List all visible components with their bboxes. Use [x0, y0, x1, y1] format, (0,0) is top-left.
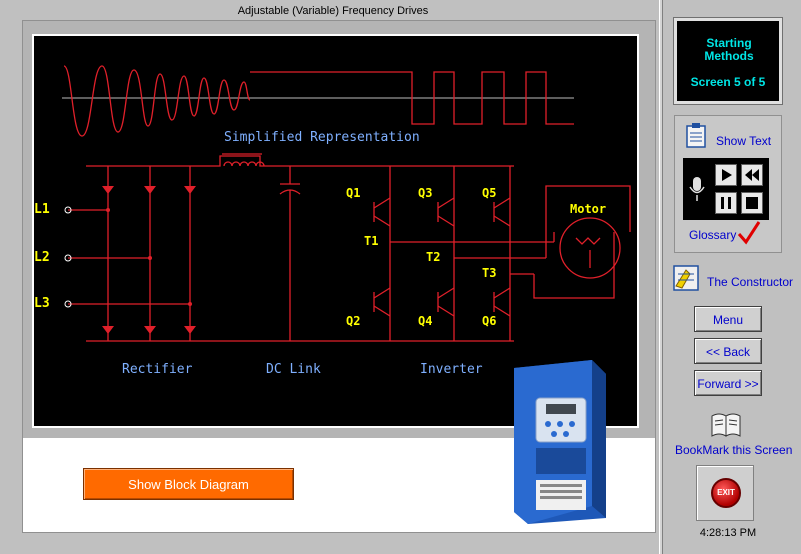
- show-block-diagram-button[interactable]: Show Block Diagram: [83, 468, 294, 500]
- drive-unit-image: [506, 356, 612, 526]
- motor-label: Motor: [570, 202, 607, 216]
- transistor-label-q4: Q4: [418, 314, 433, 328]
- back-button[interactable]: << Back: [694, 338, 762, 364]
- media-tools-panel: Show Text Glossary: [674, 115, 782, 253]
- section-label-dc-link: DC Link: [266, 362, 321, 377]
- diagram-heading: Simplified Representation: [224, 130, 420, 145]
- transistor-label-q3: Q3: [418, 186, 433, 200]
- terminal-label-t1: T1: [364, 234, 379, 248]
- bookmark-link[interactable]: BookMark this Screen: [675, 443, 793, 457]
- transistor-label-q1: Q1: [346, 186, 361, 200]
- sidebar-divider: [659, 0, 663, 554]
- exit-panel: EXIT: [696, 465, 754, 521]
- terminal-label-t2: T2: [426, 250, 441, 264]
- media-controls: [683, 158, 769, 220]
- line-label-l2: L2: [34, 250, 50, 265]
- transistor-label-q5: Q5: [482, 186, 497, 200]
- clipboard-icon[interactable]: [685, 122, 707, 148]
- window-title: Adjustable (Variable) Frequency Drives: [237, 5, 429, 17]
- circuit-diagram: Simplified Representation L1 L2 L3 Q1 Q3…: [32, 34, 639, 428]
- constructor-icon[interactable]: [672, 264, 702, 294]
- transistor-label-q2: Q2: [346, 314, 361, 328]
- constructor-link[interactable]: The Constructor: [707, 275, 794, 289]
- section-label-rectifier: Rectifier: [122, 362, 193, 377]
- transistor-label-q6: Q6: [482, 314, 497, 328]
- book-icon[interactable]: [710, 408, 742, 440]
- status-title: Starting Methods: [704, 36, 754, 63]
- line-label-l1: L1: [34, 202, 50, 217]
- forward-button[interactable]: Forward >>: [694, 370, 762, 396]
- microphone-icon[interactable]: [687, 174, 707, 204]
- checkmark-icon: [737, 220, 761, 246]
- exit-button[interactable]: EXIT: [711, 478, 741, 508]
- section-label-inverter: Inverter: [420, 362, 483, 377]
- rewind-icon[interactable]: [741, 164, 763, 186]
- pause-icon[interactable]: [715, 192, 737, 214]
- play-icon[interactable]: [715, 164, 737, 186]
- terminal-label-t3: T3: [482, 266, 497, 280]
- stop-icon[interactable]: [741, 192, 763, 214]
- circuit-svg: [62, 65, 631, 342]
- show-text-link[interactable]: Show Text: [716, 134, 772, 148]
- menu-button[interactable]: Menu: [694, 306, 762, 332]
- clock: 4:28:13 PM: [699, 527, 757, 539]
- glossary-link[interactable]: Glossary: [689, 228, 737, 242]
- screen-status-box: Starting Methods Screen 5 of 5: [674, 18, 782, 104]
- status-screen: Screen 5 of 5: [690, 75, 766, 89]
- line-label-l3: L3: [34, 296, 50, 311]
